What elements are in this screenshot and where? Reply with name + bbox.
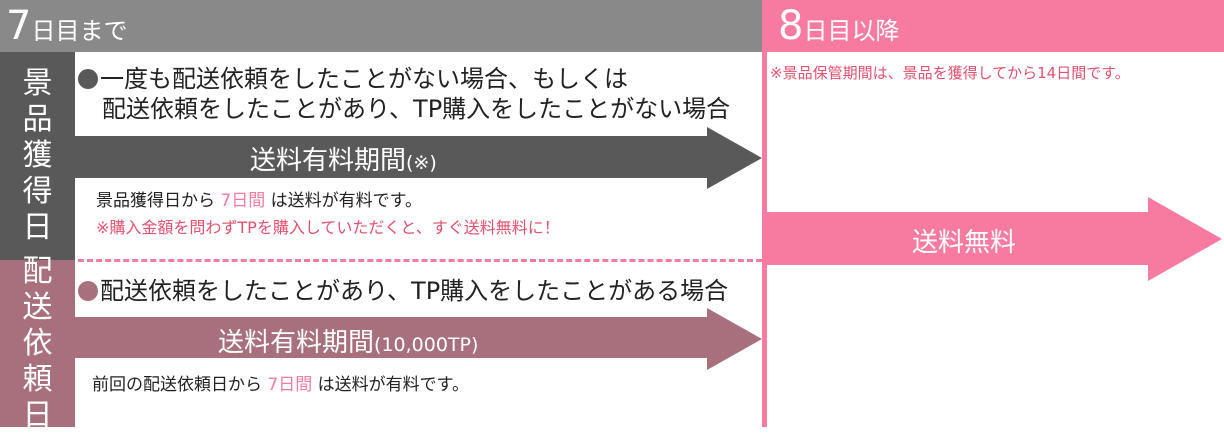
day-divider-line bbox=[762, 52, 767, 427]
desc-text: は送料が有料です。 bbox=[317, 375, 469, 395]
side-char: 景 bbox=[22, 66, 53, 101]
condition-line: 配送依頼をしたことがあり、TP購入をしたことがない場合 bbox=[102, 95, 731, 123]
side-char: 日 bbox=[22, 210, 53, 245]
desc-1: 景品獲得日から 7日間 は送料が有料です。 bbox=[96, 186, 422, 211]
arrow-note: (10,000TP) bbox=[374, 334, 479, 356]
condition-line: 一度も配送依頼をしたことがない場合、もしくは bbox=[100, 65, 628, 93]
side-char: 品 bbox=[22, 102, 53, 137]
side-char: 日 bbox=[22, 397, 53, 433]
condition-line: 配送依頼をしたことがあり、TP購入をしたことがある場合 bbox=[100, 277, 729, 305]
side-char: 獲 bbox=[22, 138, 53, 173]
desc-text: 前回の配送依頼日から bbox=[92, 375, 262, 395]
side-char: 依 bbox=[22, 325, 53, 361]
paid-shipping-label-2: 送料有料期間(10,000TP) bbox=[218, 322, 478, 359]
arrow-label-text: 送料有料期間 bbox=[218, 328, 375, 358]
desc-highlight: 7日間 bbox=[267, 375, 313, 395]
side-char: 送 bbox=[22, 289, 53, 325]
bullet-icon bbox=[78, 69, 98, 89]
desc-text: 景品獲得日から bbox=[96, 191, 215, 211]
tp-purchase-note: ※購入金額を問わずTPを購入していただくと、すぐ送料無料に！ bbox=[96, 218, 560, 237]
storage-period-note: ※景品保管期間は、景品を獲得してから14日間です。 bbox=[770, 64, 1130, 82]
day-suffix: 日目以降 bbox=[803, 17, 900, 45]
free-shipping-label: 送料無料 bbox=[912, 228, 1017, 258]
day-number: 8 bbox=[778, 3, 804, 49]
condition-2: 配送依頼をしたことがあり、TP購入をしたことがある場合 bbox=[78, 276, 728, 306]
side-char: 得 bbox=[22, 174, 53, 209]
side-label-prize-date: 景 品 獲 得 日 bbox=[0, 52, 75, 260]
desc-2: 前回の配送依頼日から 7日間 は送料が有料です。 bbox=[92, 370, 469, 395]
paid-shipping-arrow-2 bbox=[75, 308, 762, 370]
arrow-label-text: 送料有料期間 bbox=[250, 146, 407, 176]
paid-shipping-arrow bbox=[75, 127, 762, 189]
side-label-delivery-date: 配 送 依 頼 日 bbox=[0, 254, 75, 433]
desc-text: は送料が有料です。 bbox=[270, 191, 422, 211]
bullet-icon bbox=[78, 281, 98, 301]
header-until-day-7: 7日目まで bbox=[0, 0, 762, 52]
free-shipping-arrow bbox=[767, 197, 1222, 281]
side-char: 頼 bbox=[22, 361, 53, 397]
header-after-day-8: 8日目以降 bbox=[762, 0, 1224, 52]
day-number: 7 bbox=[6, 3, 32, 49]
side-char: 配 bbox=[22, 253, 53, 289]
section-divider-dashed bbox=[78, 259, 762, 262]
desc-highlight: 7日間 bbox=[220, 191, 266, 211]
paid-shipping-label: 送料有料期間(※) bbox=[250, 140, 437, 177]
arrow-note: (※) bbox=[406, 152, 437, 174]
day-suffix: 日目まで bbox=[31, 17, 128, 45]
condition-1: 一度も配送依頼をしたことがない場合、もしくは 配送依頼をしたことがあり、TP購入… bbox=[78, 64, 730, 124]
